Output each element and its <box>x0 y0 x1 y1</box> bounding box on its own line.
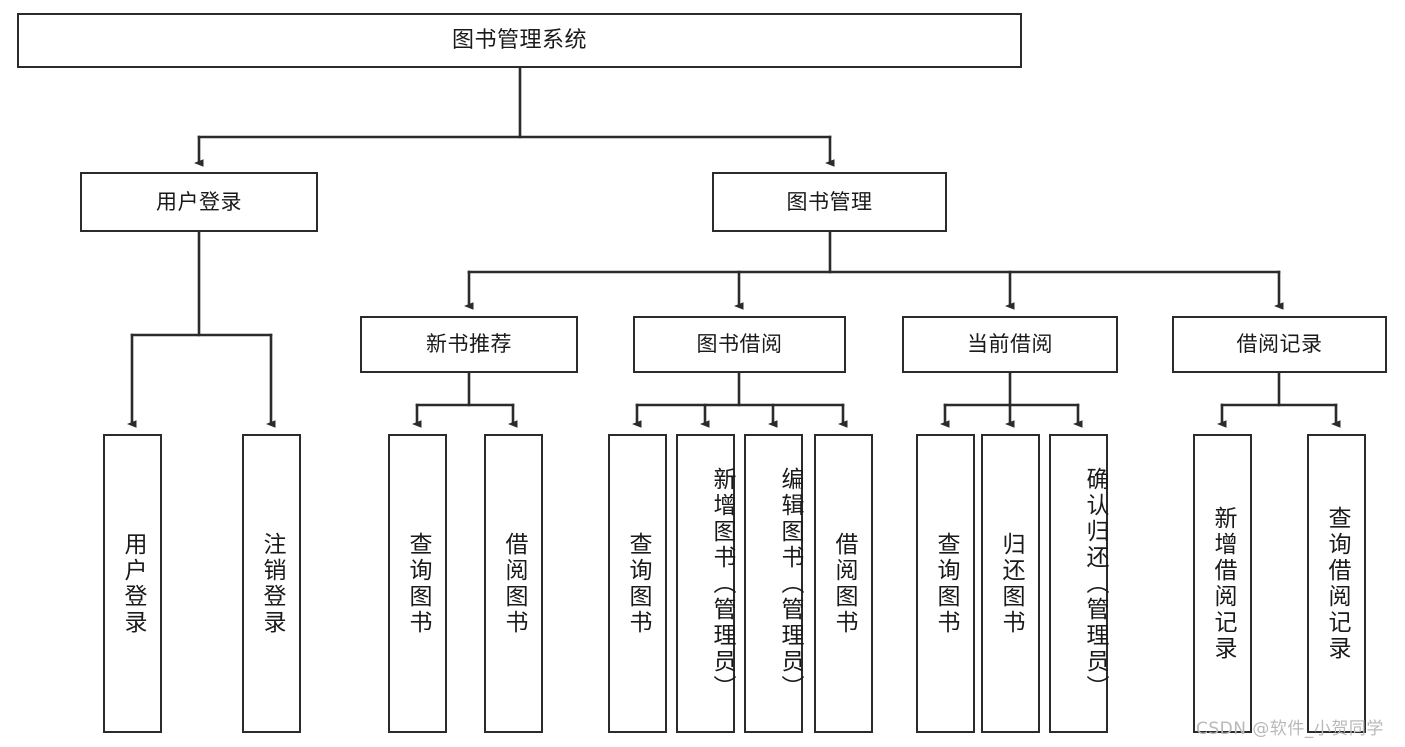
leaf-records-add-record[interactable]: 新增借阅记录 <box>1193 434 1252 733</box>
node-new-book-recommend[interactable]: 新书推荐 <box>360 316 578 373</box>
node-label: 新增借阅记录 <box>1210 505 1236 662</box>
leaf-borrow-add-book-admin[interactable]: 新增图书（管理员） <box>676 434 735 733</box>
leaf-borrow-query-book[interactable]: 查询图书 <box>608 434 667 733</box>
node-label: 当前借阅 <box>967 332 1053 357</box>
node-current-borrow[interactable]: 当前借阅 <box>902 316 1118 373</box>
node-label: 借阅记录 <box>1236 332 1323 357</box>
csdn-watermark: CSDN @软件_小贺同学 <box>1196 719 1384 739</box>
leaf-user-login-logout[interactable]: 注销登录 <box>242 434 301 733</box>
node-label: 查询图书 <box>405 531 431 636</box>
node-label: 用户登录 <box>120 531 146 636</box>
node-user-login[interactable]: 用户登录 <box>80 172 318 232</box>
node-label: 新增图书（管理员） <box>709 466 735 701</box>
node-book-management[interactable]: 图书管理 <box>712 172 947 232</box>
node-label: 用户登录 <box>156 189 242 214</box>
leaf-borrow-borrow-book[interactable]: 借阅图书 <box>814 434 873 733</box>
node-book-borrow[interactable]: 图书借阅 <box>633 316 846 373</box>
leaf-current-query-book[interactable]: 查询图书 <box>916 434 975 733</box>
leaf-current-return-book[interactable]: 归还图书 <box>981 434 1040 733</box>
node-borrow-records[interactable]: 借阅记录 <box>1172 316 1387 373</box>
node-root-system[interactable]: 图书管理系统 <box>17 13 1022 68</box>
node-label: 注销登录 <box>259 531 285 636</box>
node-label: 归还图书 <box>998 531 1024 636</box>
node-label: 图书管理 <box>786 189 873 214</box>
node-label: 借阅图书 <box>831 531 857 636</box>
node-label: 查询借阅记录 <box>1324 505 1350 662</box>
leaf-records-query-record[interactable]: 查询借阅记录 <box>1307 434 1366 733</box>
leaf-user-login-login[interactable]: 用户登录 <box>103 434 162 733</box>
node-label: 查询图书 <box>933 531 959 636</box>
node-label: 图书借阅 <box>696 332 783 357</box>
node-label: 新书推荐 <box>426 332 512 357</box>
node-label: 图书管理系统 <box>451 27 587 53</box>
leaf-current-confirm-return-admin[interactable]: 确认归还（管理员） <box>1049 434 1108 733</box>
node-label: 借阅图书 <box>501 531 527 636</box>
leaf-new-book-query[interactable]: 查询图书 <box>388 434 447 733</box>
node-label: 确认归还（管理员） <box>1082 466 1108 701</box>
node-label: 编辑图书（管理员） <box>777 466 803 701</box>
leaf-borrow-edit-book-admin[interactable]: 编辑图书（管理员） <box>744 434 803 733</box>
leaf-new-book-borrow[interactable]: 借阅图书 <box>484 434 543 733</box>
node-label: 查询图书 <box>625 531 651 636</box>
